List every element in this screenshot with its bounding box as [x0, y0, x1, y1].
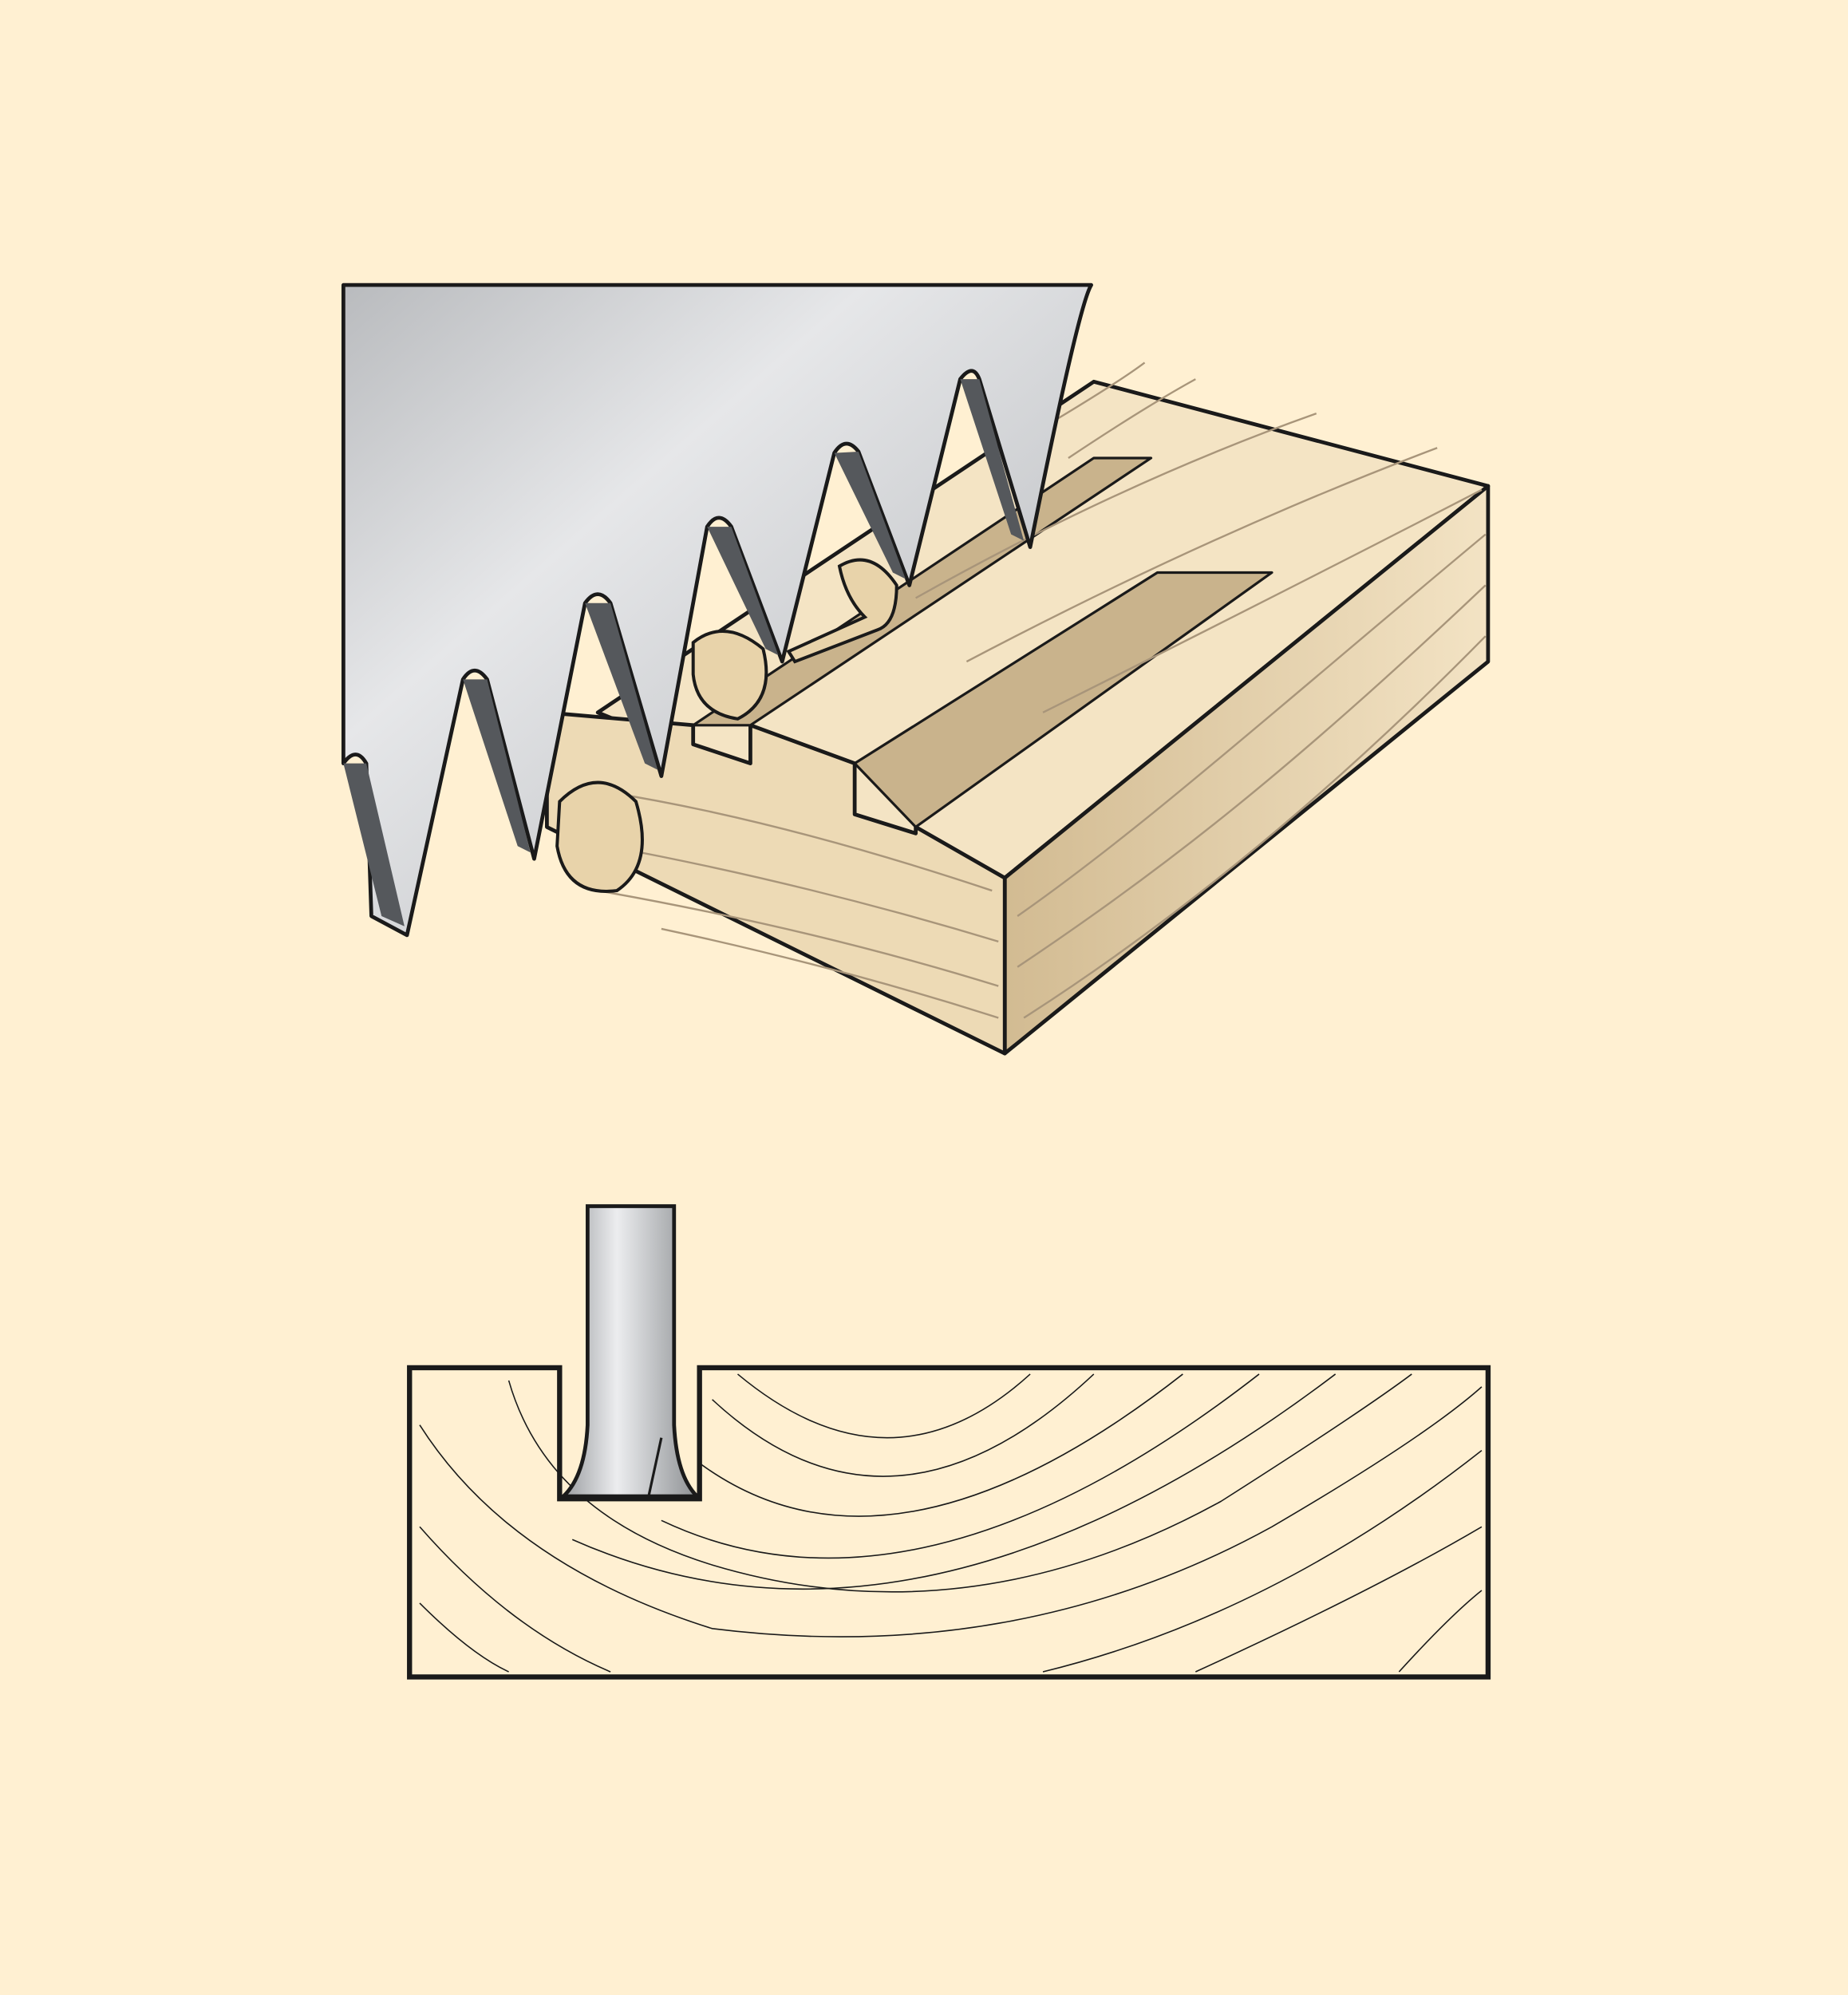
shaving: [555, 780, 644, 893]
chisel-blade: [559, 1204, 702, 1499]
groove-right: [853, 571, 1273, 828]
board-end-face: [545, 710, 1007, 1056]
wood-shavings: [555, 558, 898, 893]
saw-blade: [341, 282, 1093, 938]
saw-teeth-bevels: [343, 379, 1025, 926]
board: [545, 379, 1491, 1056]
shaving: [691, 630, 768, 721]
cross-section-grain: [419, 1373, 1483, 1673]
board-cross-section: [407, 1365, 1491, 1680]
shaving: [786, 558, 898, 664]
chisel: [559, 1204, 702, 1499]
